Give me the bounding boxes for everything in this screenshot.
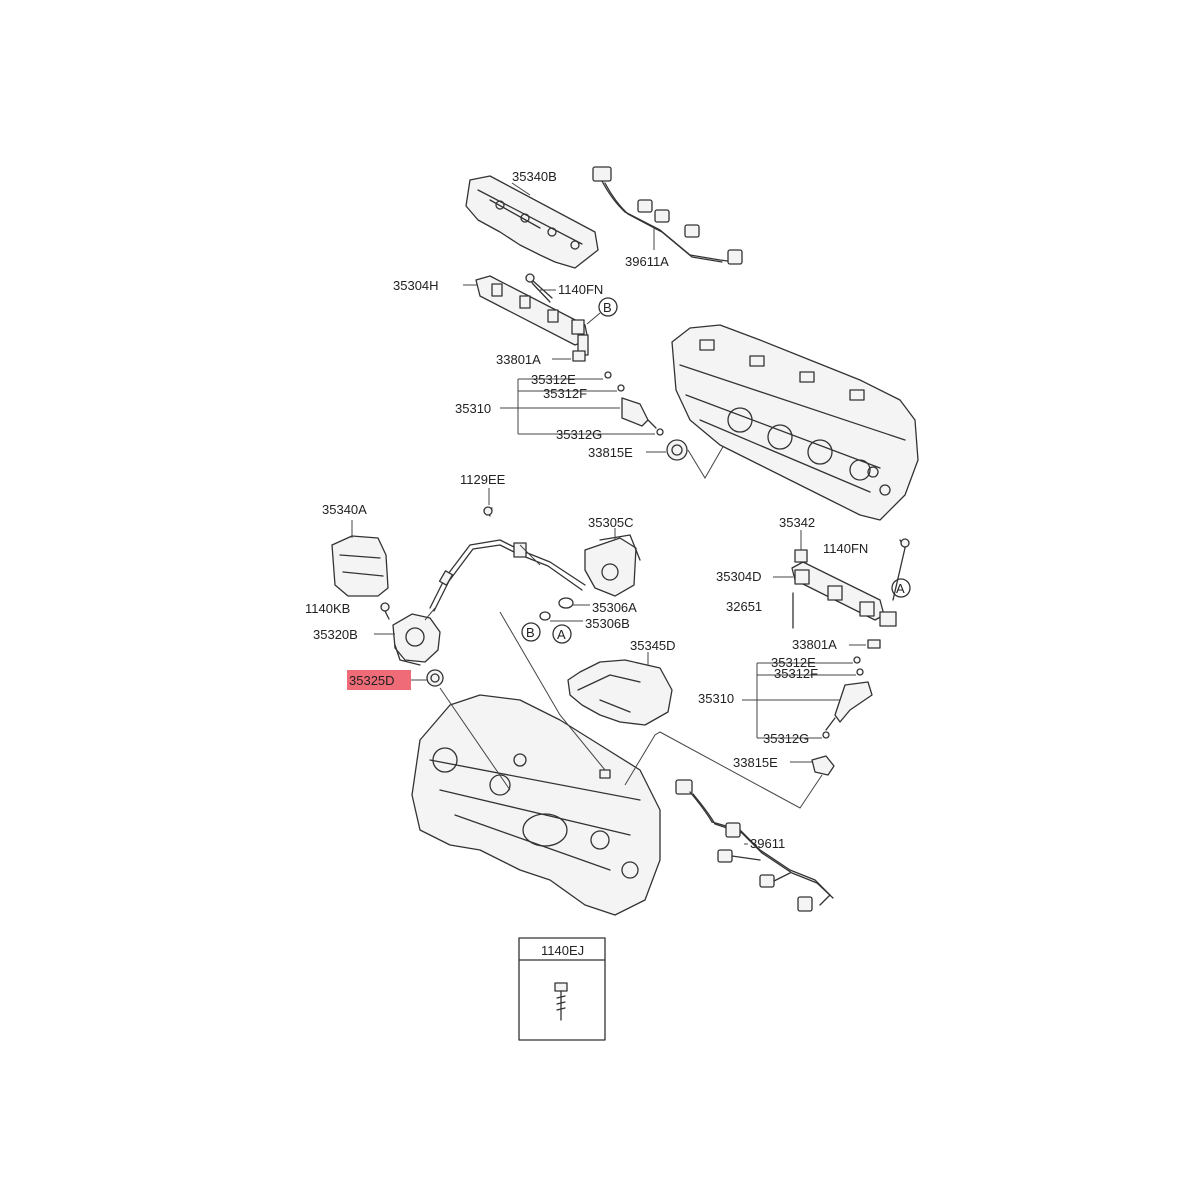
label-35305c[interactable]: 35305C [588,515,634,530]
fuel-line-35305c[interactable] [429,534,641,612]
label-1140ej[interactable]: 1140EJ [541,943,584,958]
circle-marker-b-mid: B [526,625,535,640]
circle-marker-a-mid: A [557,627,566,642]
seal-35306b[interactable] [539,611,551,621]
clip-33801a-right[interactable] [867,639,881,649]
label-35304h[interactable]: 35304H [393,278,439,293]
label-35310-top[interactable]: 35310 [455,401,491,416]
label-35312f-right[interactable]: 35312F [774,666,818,681]
harness-39611[interactable] [675,779,834,912]
injector-35310-right[interactable] [825,681,873,731]
fuel-pump-35320b[interactable] [392,613,441,666]
bolt-1140kb[interactable] [380,602,390,620]
cylinder-head-right[interactable] [671,324,919,521]
label-35312g-right[interactable]: 35312G [763,731,809,746]
cover-35345d[interactable] [567,659,673,726]
harness-39611a[interactable] [592,166,743,265]
circle-marker-b-top: B [603,300,612,315]
label-35312e-top[interactable]: 35312E [531,372,576,387]
label-35340b[interactable]: 35340B [512,169,557,184]
label-35306a[interactable]: 35306A [592,600,637,615]
seal-35306a[interactable] [558,597,574,609]
cover-35340a[interactable] [331,535,389,597]
circle-marker-a-right: A [896,581,905,596]
label-1140kb[interactable]: 1140KB [305,601,350,616]
cylinder-head-lower[interactable] [411,694,661,916]
label-1140fn-top[interactable]: 1140FN [558,282,603,297]
roller-tappet-35325d[interactable] [426,669,444,687]
label-33815e-right[interactable]: 33815E [733,755,778,770]
label-35342[interactable]: 35342 [779,515,815,530]
bolt-1140ej[interactable] [554,982,568,1021]
label-1129ee[interactable]: 1129EE [460,472,506,487]
clip-33801a-top[interactable] [572,350,586,362]
label-33801a-top[interactable]: 33801A [496,352,541,367]
label-35306b[interactable]: 35306B [585,616,630,631]
seal-33815e-right[interactable] [811,755,835,776]
bolt-1140fn-top[interactable] [525,273,553,303]
label-35340a[interactable]: 35340A [322,502,367,517]
label-35310-right[interactable]: 35310 [698,691,734,706]
highlight-35325d [347,670,411,690]
seal-33815e-top[interactable] [666,439,688,461]
injector-35310-top[interactable] [621,397,657,429]
label-1140fn-right[interactable]: 1140FN [823,541,868,556]
label-39611[interactable]: 39611 [750,836,785,851]
label-39611a[interactable]: 39611A [625,254,669,269]
label-35345d[interactable]: 35345D [630,638,676,653]
fuel-rail-35304d[interactable] [791,549,897,627]
label-33815e-top[interactable]: 33815E [588,445,633,460]
label-35312f-top[interactable]: 35312F [543,386,587,401]
inset-box-1140ej [518,937,606,1041]
label-32651[interactable]: 32651 [726,599,762,614]
cover-35340b[interactable] [465,175,599,269]
label-33801a-right[interactable]: 33801A [792,637,837,652]
fuel-rail-35304h[interactable] [475,275,589,356]
label-35325d[interactable]: 35325D [349,673,395,688]
label-35320b[interactable]: 35320B [313,627,358,642]
label-35312g-top[interactable]: 35312G [556,427,602,442]
label-35312e-right[interactable]: 35312E [771,655,816,670]
label-35304d[interactable]: 35304D [716,569,762,584]
bolt-1129ee[interactable] [483,506,493,517]
bolt-1140fn-right[interactable] [892,538,910,601]
